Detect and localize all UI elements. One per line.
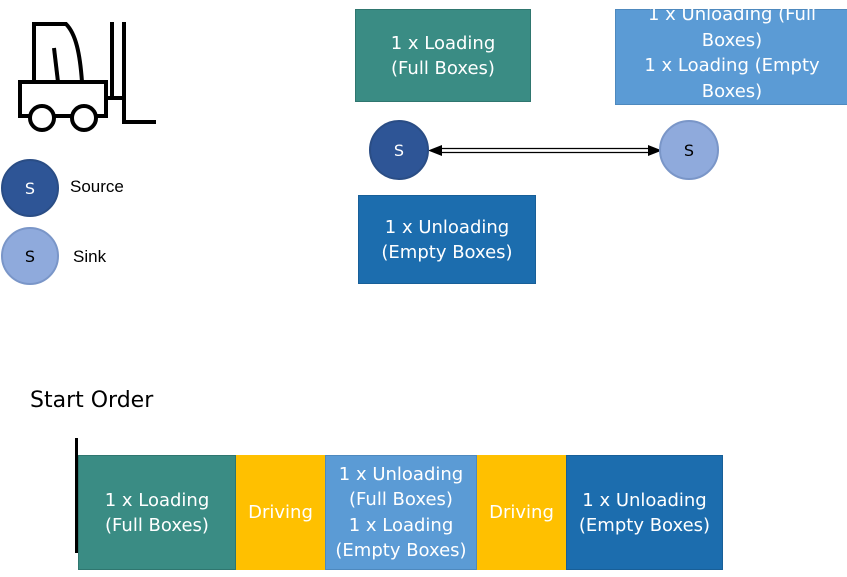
sink-tasks-box: 1 x Unloading (Full Boxes) 1 x Loading (… — [615, 4, 847, 105]
order-step-driving-1: Driving — [236, 455, 325, 570]
legend-sink-label: Sink — [73, 247, 107, 266]
source-node-symbol: S — [393, 140, 405, 160]
timeline-start-marker — [75, 438, 78, 553]
legend-source-symbol: S — [24, 178, 36, 198]
legend-sink-node: S — [1, 227, 59, 285]
source-unloading-box: 1 x Unloading (Empty Boxes) — [358, 195, 536, 284]
legend-sink-symbol: S — [24, 246, 36, 266]
legend-source-label: Source — [70, 177, 124, 196]
order-step-unloading: 1 x Unloading (Empty Boxes) — [566, 455, 723, 570]
sink-node-symbol: S — [683, 140, 695, 160]
sink-node: S — [659, 120, 719, 180]
source-node: S — [369, 120, 429, 180]
order-step-driving-2: Driving — [477, 455, 566, 570]
order-step-loading: 1 x Loading (Full Boxes) — [78, 455, 236, 570]
start-order-title: Start Order — [30, 388, 154, 413]
forklift-icon — [18, 22, 156, 132]
source-loading-box: 1 x Loading (Full Boxes) — [355, 9, 531, 102]
legend-source-node: S — [1, 159, 59, 217]
order-step-unload-load: 1 x Unloading (Full Boxes) 1 x Loading (… — [325, 455, 477, 570]
